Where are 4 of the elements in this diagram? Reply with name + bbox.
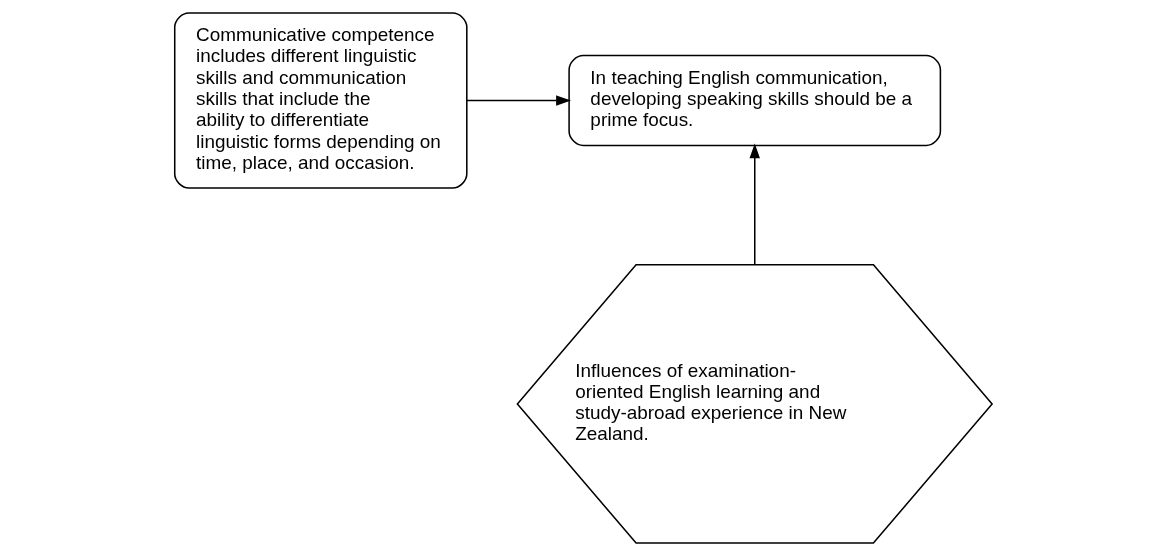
arrow (749, 143, 760, 266)
arrow (466, 95, 572, 106)
node-box: In teaching English communication, developing speaking skills should be a prime focus. (568, 54, 942, 147)
node-box: Communicative competence includes different linguistic skills and communication skills that include the ability to differentiate linguistic forms depending on time, place, and occasion. (173, 12, 468, 189)
